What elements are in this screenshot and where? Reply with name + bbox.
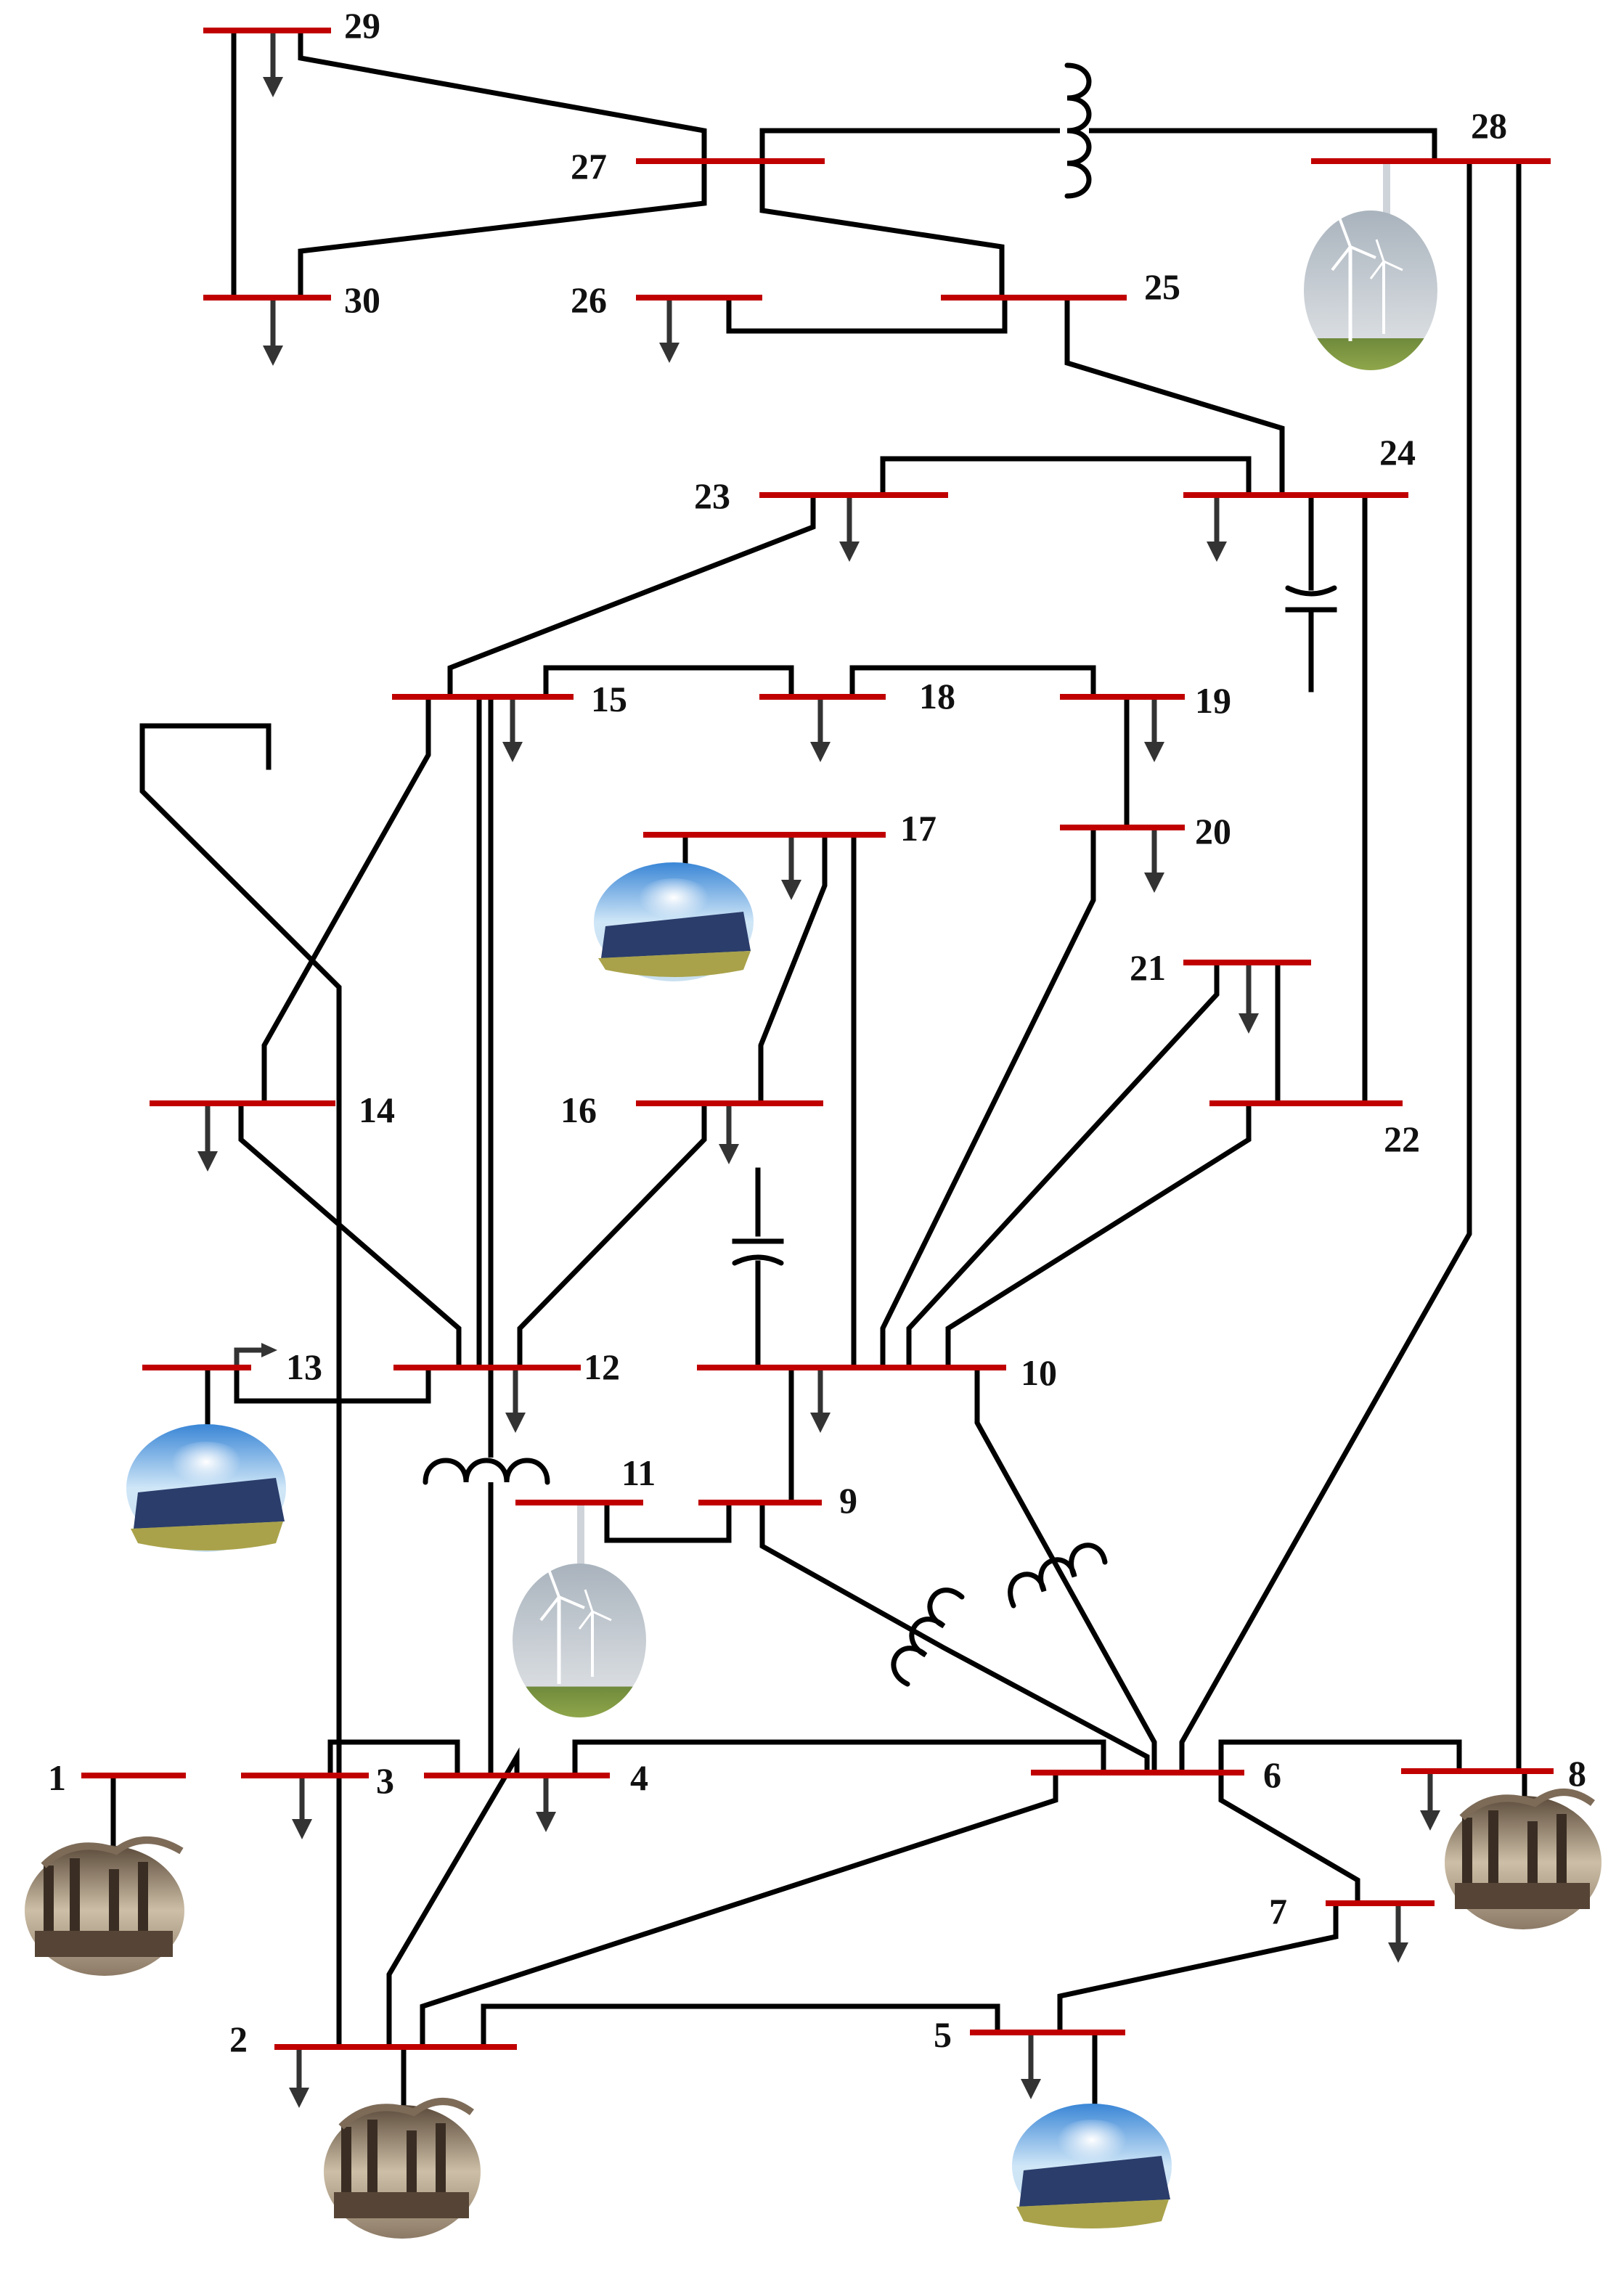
branch-27-29 [298,28,707,164]
wind-generator-bus-28-icon [1304,211,1437,370]
bus-label-17: 17 [900,808,937,849]
branch-6-8 [1218,1739,1462,1775]
branch-10-22 [945,1100,1252,1370]
branch-15-23 [447,492,816,700]
solar-generator-bus-5-icon [1012,2104,1172,2228]
branch-2-6 [420,1770,1058,2050]
bus-label-16: 16 [560,1090,597,1130]
branch-27-30 [298,158,707,301]
generators [25,211,1601,2239]
bus-label-23: 23 [694,475,730,516]
branch-6-10 [974,1365,1157,1775]
thermal-generator-bus-2-icon [324,2098,481,2239]
wind-generator-bus-11-icon [513,1564,646,1717]
branch-25-26 [726,295,1008,334]
capacitor-bus-10-icon [732,1167,784,1370]
bus-bars [81,28,1554,2050]
capacitor-symbols [732,492,1337,1370]
branch-23-24 [880,456,1252,498]
capacitor-bus-24-icon [1285,492,1337,692]
branch-12-13 [234,1365,431,1404]
bus-label-13: 13 [286,1347,322,1387]
transformer-4-12-icon [423,1458,553,1485]
branch-12-14 [238,1100,462,1370]
bus-label-21: 21 [1130,947,1166,988]
branch-3-4 [327,1739,460,1778]
bus-label-19: 19 [1195,680,1231,721]
branch-1-2 [139,764,342,2050]
bus-label-1: 1 [48,1757,66,1798]
branch-2-5 [481,2003,1000,2050]
bus-label-5: 5 [934,2014,952,2055]
bus-label-30: 30 [344,279,380,320]
branch-6-9 [759,1500,1150,1775]
bus-label-3: 3 [376,1760,394,1801]
branch-lines [139,28,1522,2050]
branch-24-25 [1064,295,1285,498]
branch-2-4 [386,1747,520,2050]
bus-label-11: 11 [621,1452,656,1493]
bus-label-22: 22 [1384,1119,1420,1159]
branch-1-3 [139,723,272,770]
bus-label-28: 28 [1471,105,1507,146]
bus-label-15: 15 [591,679,627,719]
transformer-6-9-icon [891,1587,965,1687]
bus-label-4: 4 [630,1757,648,1798]
bus-label-18: 18 [919,676,955,716]
bus-label-7: 7 [1269,1891,1287,1932]
branch-10-21 [906,960,1220,1370]
branch-14-15 [261,694,431,1106]
branch-5-7 [1057,1900,1339,2035]
thermal-generator-bus-8-icon [1445,1789,1601,1929]
bus-label-26: 26 [571,279,607,320]
bus-label-6: 6 [1263,1754,1281,1795]
bus-label-9: 9 [839,1480,857,1521]
transformer-6-10-icon [1008,1542,1108,1609]
branch-25-27 [759,158,1005,301]
solar-generator-bus-17-icon [594,862,754,981]
thermal-generator-bus-1-icon [25,1836,184,1976]
load-arrows [197,30,1440,2108]
branch-12-16 [517,1100,707,1370]
bus-label-14: 14 [359,1090,395,1130]
bus-label-2: 2 [229,2019,248,2059]
solar-generator-bus-13-icon [126,1424,286,1552]
bus-label-24: 24 [1379,432,1416,473]
branch-18-19 [849,665,1096,700]
branch-6-28 [1179,158,1472,1775]
branch-4-6 [572,1739,1106,1778]
bus-label-10: 10 [1021,1352,1057,1393]
bus-label-20: 20 [1195,811,1231,851]
branch-10-20 [880,825,1096,1370]
branch-16-17 [758,832,828,1106]
bus-labels: 1 2 3 4 5 6 7 8 9 10 11 12 13 14 15 16 1… [48,5,1586,2059]
branch-6-7 [1218,1770,1360,1906]
branch-9-11 [604,1500,732,1543]
generator-stubs [110,161,1527,2108]
transformer-28-27-icon [1060,62,1092,199]
bus-label-25: 25 [1144,266,1180,307]
branch-28-27 [759,128,1437,164]
bus-label-8: 8 [1568,1753,1586,1794]
bus-label-29: 29 [344,5,380,46]
bus-label-27: 27 [571,146,607,187]
transformer-symbols [423,62,1108,1687]
load-arrow-13 [234,1343,277,1368]
branch-15-18 [543,665,794,700]
bus-label-12: 12 [584,1347,620,1387]
